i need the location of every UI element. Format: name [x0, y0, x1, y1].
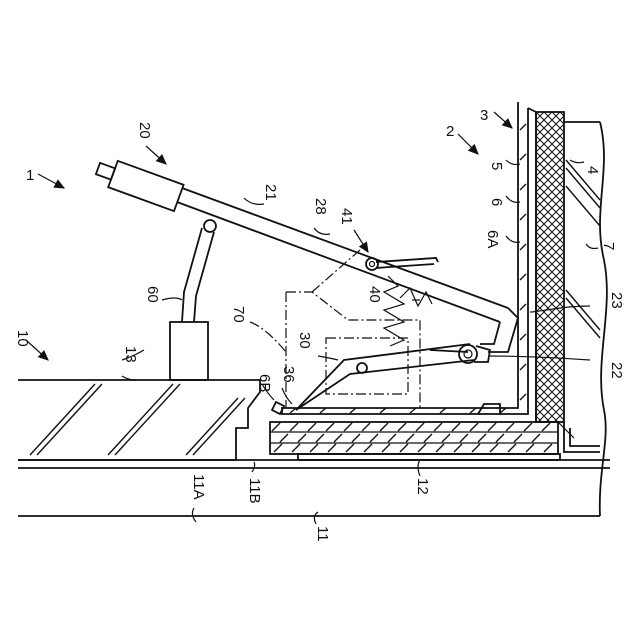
- label-11b: 11B: [246, 478, 263, 504]
- leader-lines: [26, 112, 598, 524]
- label-11: 11: [314, 526, 331, 542]
- label-6a: 6A: [484, 230, 501, 248]
- label-30: 30: [296, 332, 313, 349]
- label-60: 60: [144, 286, 161, 303]
- label-11a: 11A: [190, 474, 207, 500]
- label-23: 23: [608, 292, 625, 309]
- label-36: 36: [280, 366, 297, 383]
- label-70: 70: [230, 306, 247, 323]
- floor-lines: [18, 460, 610, 516]
- base-block-13: [18, 380, 260, 460]
- label-7: 7: [600, 242, 617, 250]
- label-4: 4: [584, 166, 601, 174]
- label-5: 5: [488, 162, 505, 170]
- label-10: 10: [14, 330, 31, 347]
- label-20: 20: [136, 122, 153, 139]
- label-40: 40: [366, 286, 383, 303]
- panel-12: [270, 422, 560, 460]
- label-41: 41: [338, 208, 355, 225]
- label-2: 2: [446, 123, 454, 140]
- label-28: 28: [312, 198, 329, 215]
- label-3: 3: [480, 107, 488, 124]
- reference-labels: 1 2 3 4 5 6 6A 6B 7 10 11 11A 11B 12 13 …: [14, 107, 625, 542]
- label-6b: 6B: [256, 374, 273, 392]
- label-21: 21: [262, 184, 279, 201]
- label-13: 13: [122, 346, 139, 363]
- label-12: 12: [414, 478, 431, 495]
- label-22: 22: [608, 362, 625, 379]
- label-6: 6: [488, 198, 505, 206]
- label-1: 1: [26, 167, 34, 184]
